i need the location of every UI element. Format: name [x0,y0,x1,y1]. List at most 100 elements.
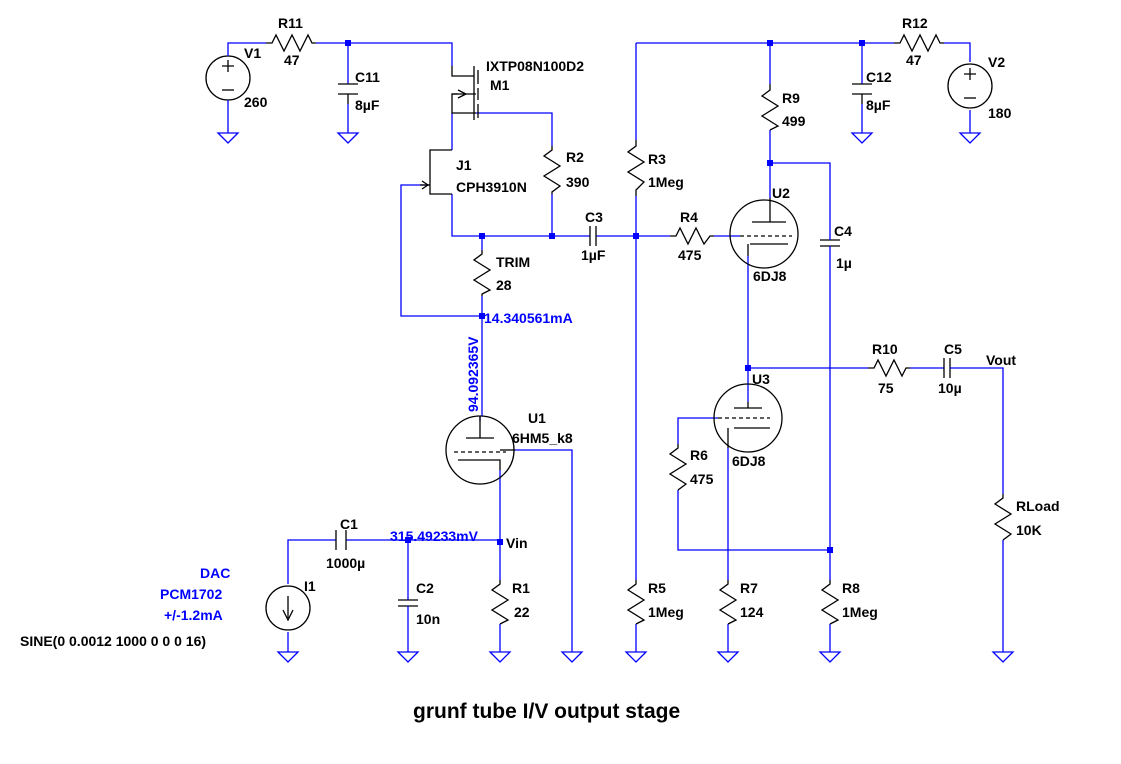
capacitor-c2 [398,599,418,607]
label-i1-spec: SINE(0 0.0012 1000 0 0 0 16) [20,633,206,649]
label-r4-value: 475 [678,247,702,263]
label-j1-part: CPH3910N [456,179,527,195]
label-r9-value: 499 [782,113,806,129]
label-c2-value: 10n [416,611,440,627]
mosfet-m1 [451,66,479,120]
label-r8-ref: R8 [842,580,860,596]
ground-icon [958,132,982,144]
label-u2-part: 6DJ8 [753,268,787,284]
capacitors [335,83,954,610]
voltage-source-v1 [205,53,251,104]
label-r3-ref: R3 [648,151,666,167]
jfet-j1 [420,149,452,195]
annotation-vin-probe: 315.49233mV [390,528,479,544]
label-c4-ref: C4 [834,223,852,239]
ground-icon [716,651,740,663]
annotation-voltage-probe: 94.092365V [465,336,481,412]
resistor-r5 [626,580,646,625]
label-r5-ref: R5 [648,580,666,596]
capacitor-c1 [335,530,347,550]
ground-icon [850,132,874,144]
capacitor-c5 [943,358,951,378]
label-u1-ref: U1 [528,410,546,426]
label-u2-ref: U2 [772,185,790,201]
resistor-r6 [668,444,688,491]
ground-icon [624,651,648,663]
label-u3-part: 6DJ8 [732,453,766,469]
ground-icon [991,651,1015,663]
resistor-r2 [542,146,562,194]
resistor-r12 [894,33,944,53]
label-v2-ref: V2 [988,54,1005,70]
label-v1-ref: V1 [244,45,261,61]
label-r1-ref: R1 [512,580,530,596]
ground-icon [560,651,584,663]
label-u1-part: 6HM5_k8 [512,430,573,446]
label-rload-value: 10K [1016,522,1042,538]
resistor-r8 [820,580,840,625]
ground-icon [396,651,420,663]
label-r8-value: 1Meg [842,604,878,620]
label-r3-value: 1Meg [648,174,684,190]
label-r12-ref: R12 [902,15,928,31]
label-r4-ref: R4 [680,209,698,225]
label-r1-value: 22 [514,604,530,620]
resistor-r7 [718,580,738,625]
label-v1-value: 260 [244,94,268,110]
label-r9-ref: R9 [782,90,800,106]
resistor-trim [472,250,492,296]
ground-icon [818,651,842,663]
label-c2-ref: C2 [416,580,434,596]
label-c11-value: 8µF [355,97,380,113]
resistor-r10 [868,358,910,378]
label-m1-part: IXTP08N100D2 [486,58,584,74]
label-r12-value: 47 [906,52,922,68]
resistor-r11 [266,33,316,53]
tube-u1 [445,415,515,485]
resistor-r4 [670,226,714,246]
annotation-dac-part: PCM1702 [160,586,222,602]
label-c4-value: 1µ [836,255,852,271]
label-u3-ref: U3 [752,371,770,387]
tube-u3 [713,383,783,453]
label-trim-value: 28 [496,277,512,293]
voltage-source-v2 [947,63,993,109]
ground-icon [488,651,512,663]
ground-icon [276,651,300,663]
label-r10-ref: R10 [872,341,898,357]
junctions [345,40,865,553]
label-c1-value: 1000µ [326,555,365,571]
label-r5-value: 1Meg [648,604,684,620]
net-label-vin: Vin [506,535,528,551]
current-source-i1 [265,585,311,631]
net-label-vout: Vout [986,352,1016,368]
ground-icon [216,132,240,144]
tube-u2 [729,198,799,269]
label-m1-ref: M1 [490,77,510,93]
label-v2-value: 180 [988,105,1012,121]
capacitor-c11 [338,83,358,104]
label-r10-value: 75 [878,380,894,396]
resistor-rload [993,494,1013,541]
capacitor-c3 [589,226,597,246]
annotation-current-probe: 14.340561mA [484,310,573,326]
label-r6-ref: R6 [690,447,708,463]
label-r7-ref: R7 [740,580,758,596]
label-r2-value: 390 [566,174,590,190]
label-c5-value: 10µ [938,380,962,396]
label-j1-ref: J1 [456,157,472,173]
label-r11-value: 47 [284,52,300,68]
label-r11-ref: R11 [278,15,303,31]
ground-symbols [216,132,1015,663]
resistor-r3 [626,140,646,196]
wires [227,42,1004,652]
label-c11-ref: C11 [355,69,380,85]
label-rload-ref: RLoad [1016,498,1060,514]
annotations: DAC PCM1702 +/-1.2mA 14.340561mA 315.492… [160,310,573,623]
label-c12-ref: C12 [866,69,892,85]
label-c1-ref: C1 [340,516,358,532]
schematic-title: grunf tube I/V output stage [413,700,680,723]
resistor-r1 [490,580,510,625]
label-r2-ref: R2 [566,149,584,165]
